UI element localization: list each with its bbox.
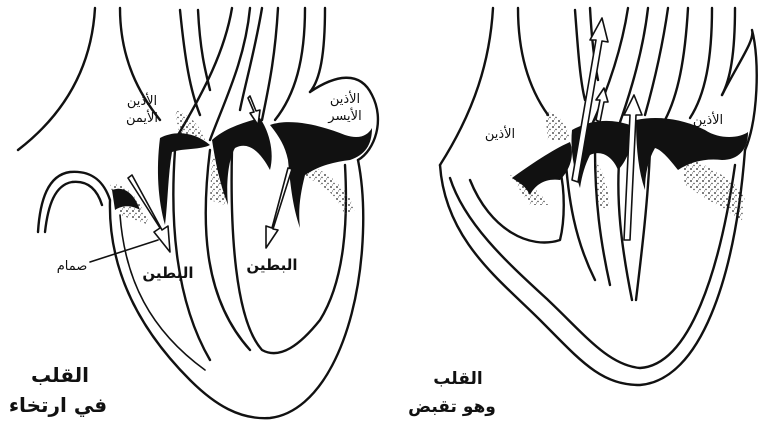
- right-heart-inner-outline: [450, 165, 735, 368]
- label-left-ventricle: البطين: [246, 256, 297, 274]
- caption-left-2: في ارتخاء: [9, 393, 107, 418]
- r-stipple-4: [545, 110, 570, 140]
- label-right-atrium-2: الأيمن: [126, 109, 158, 126]
- r-vessel-1: [575, 10, 585, 100]
- right-ventricle-inner-wall: [45, 182, 102, 232]
- r-label-atrium-left: الأذين: [485, 125, 515, 142]
- valve-tissue-1: [158, 133, 210, 225]
- pulmonary-vein-b: [310, 8, 325, 92]
- caption-left-1: القلب: [31, 363, 89, 387]
- label-valve: صمام: [57, 259, 88, 274]
- label-right-ventricle: البطين: [142, 264, 193, 282]
- contracted-heart: الأذين الأذين القلب وهو تقبض: [408, 8, 757, 417]
- r-pulmonary-vein-a: [690, 8, 712, 118]
- caption-right-2: وهو تقبض: [408, 397, 496, 417]
- r-vena-cava-right-wall: [518, 8, 548, 115]
- r-left-atrium-outer: [722, 30, 757, 150]
- relaxed-heart: الأذين الأيمن الأذين الأيسر البطين البطي…: [9, 8, 378, 418]
- r-label-atrium-right: الأذين: [693, 111, 723, 128]
- r-ejection-arrow-small: [596, 88, 608, 122]
- aorta-wall-b: [210, 8, 250, 140]
- label-left-atrium-1: الأذين: [330, 90, 360, 107]
- r-pulmonary-a: [645, 8, 668, 115]
- superior-vena-cava-left-wall: [18, 8, 95, 150]
- r-pulmonary-b: [665, 8, 688, 120]
- label-left-atrium-2: الأيسر: [327, 107, 361, 124]
- septum-left: [173, 150, 210, 360]
- r-ejection-arrow-pulmonary: [624, 95, 642, 240]
- pulmonary-vein-a: [275, 8, 305, 120]
- caption-right-1: القلب: [433, 369, 482, 389]
- pulmonary-wall-a: [240, 8, 262, 110]
- flow-arrow-left: [266, 168, 292, 248]
- pulmonary-wall-b: [262, 8, 278, 120]
- label-right-atrium-1: الأذين: [127, 92, 157, 109]
